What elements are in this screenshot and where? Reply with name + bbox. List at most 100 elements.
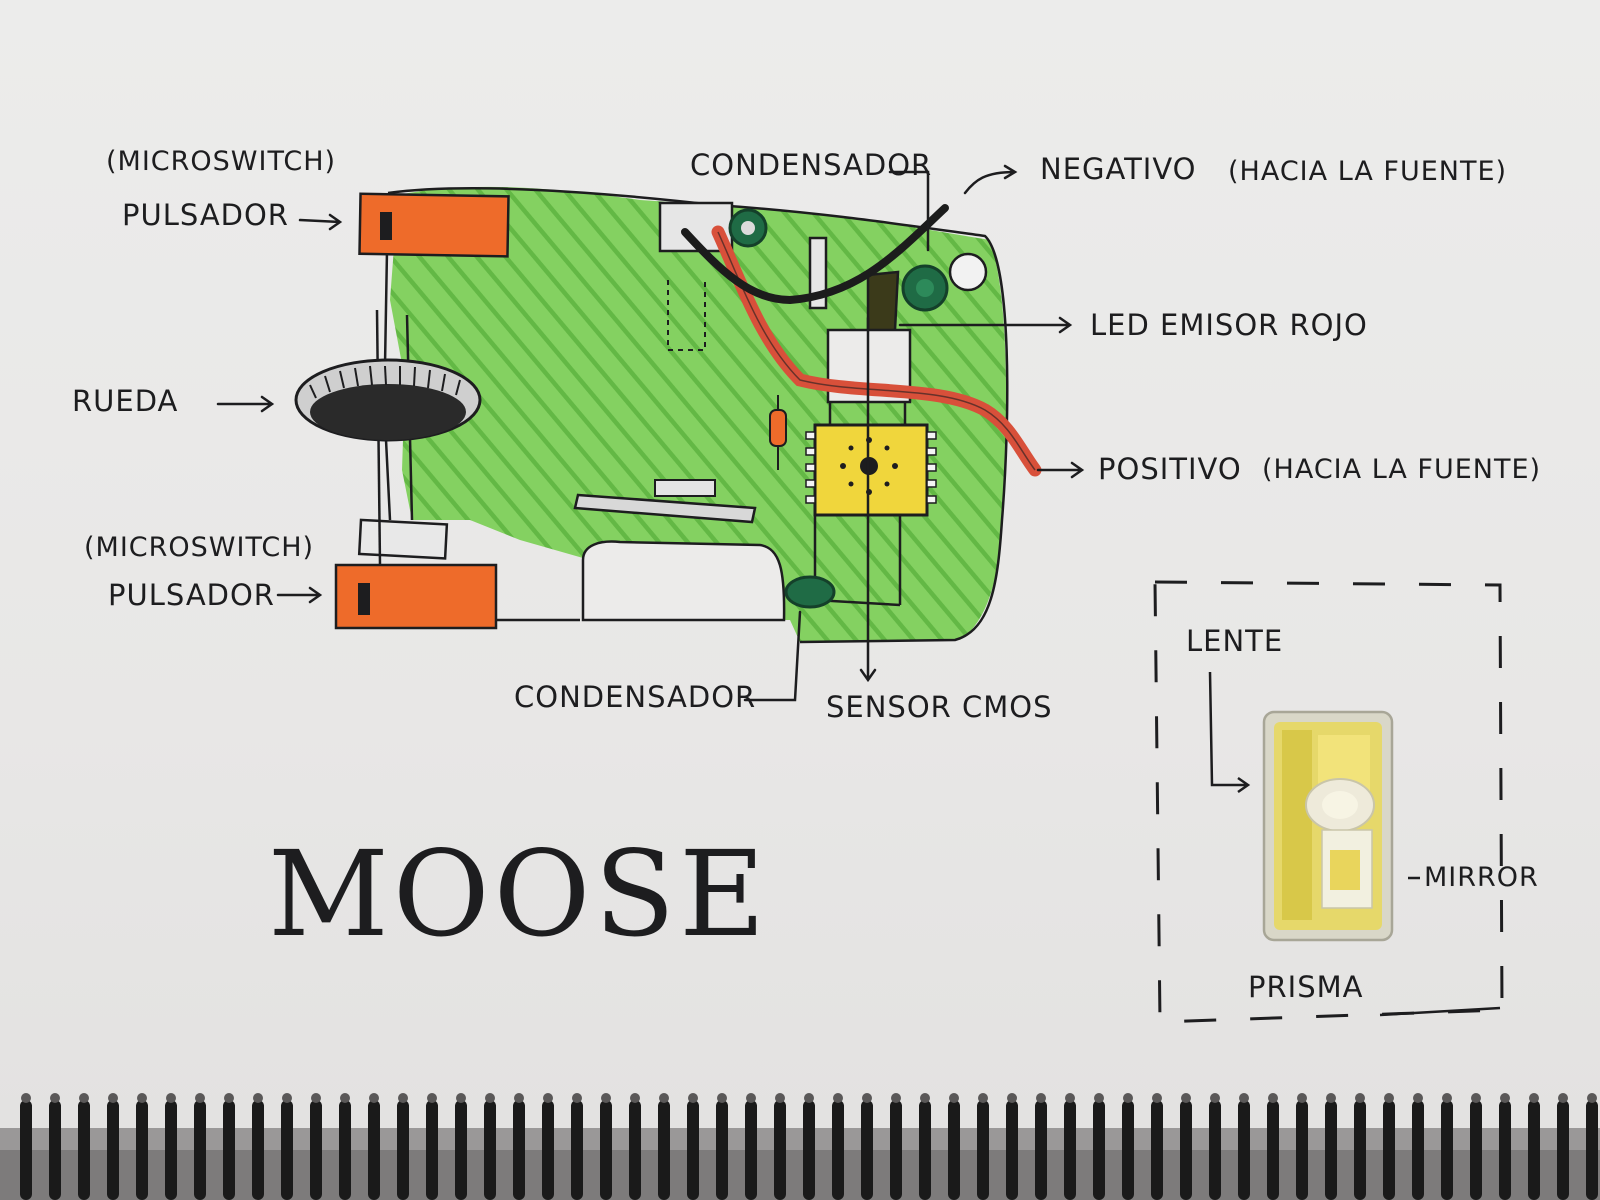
label-mirror: MIRROR <box>1424 862 1539 893</box>
pcb-board <box>390 186 1007 642</box>
label-microswitch-bottom: (MICROSWITCH) <box>84 532 315 563</box>
spiral-ring <box>948 1100 960 1200</box>
mount-hole <box>948 252 988 292</box>
spiral-ring <box>252 1100 264 1200</box>
spiral-ring <box>1238 1100 1250 1200</box>
diagram-title: MOOSE <box>268 825 770 963</box>
spiral-ring <box>310 1100 322 1200</box>
spiral-rings <box>20 1093 1598 1200</box>
label-microswitch-top: (MICROSWITCH) <box>106 146 337 177</box>
label-pulsador-bottom: PULSADOR <box>108 578 275 612</box>
cmos-sensor-chip <box>805 402 937 607</box>
spiral-ring <box>890 1100 902 1200</box>
spiral-ring <box>1093 1100 1105 1200</box>
prism-object <box>1262 710 1394 942</box>
label-condensador-bottom: CONDENSADOR <box>514 680 757 714</box>
label-led-emisor: LED EMISOR ROJO <box>1090 308 1368 342</box>
binding-hole <box>891 1093 901 1103</box>
scroll-wheel-shade <box>310 384 466 440</box>
spiral-ring <box>571 1100 583 1200</box>
binding-hole <box>1413 1093 1423 1103</box>
microswitch-top-button <box>380 212 392 240</box>
label-condensador-top: CONDENSADOR <box>690 148 933 182</box>
spiral-ring <box>1296 1100 1308 1200</box>
binding-hole <box>1326 1093 1336 1103</box>
binding-hole <box>659 1093 669 1103</box>
resistor <box>769 409 787 447</box>
binding-hole <box>1181 1093 1191 1103</box>
binding-hole <box>572 1093 582 1103</box>
binding-hole <box>978 1093 988 1103</box>
lens-leader <box>1208 671 1251 794</box>
capacitor-bottom <box>784 575 836 609</box>
pcb-cutout-block <box>581 540 786 622</box>
spiral-ring <box>397 1100 409 1200</box>
spiral-ring <box>1209 1100 1221 1200</box>
binding-hole <box>282 1093 292 1103</box>
spiral-ring <box>1064 1100 1076 1200</box>
binding-hole <box>1529 1093 1539 1103</box>
label-lente: LENTE <box>1186 624 1284 658</box>
binding-hole <box>775 1093 785 1103</box>
spiral-ring <box>861 1100 873 1200</box>
pad-block <box>357 518 449 560</box>
binding-hole <box>1442 1093 1452 1103</box>
spiral-ring <box>803 1100 815 1200</box>
binding-hole <box>630 1093 640 1103</box>
binding-hole <box>21 1093 31 1103</box>
binding-hole <box>804 1093 814 1103</box>
binding-hole <box>1210 1093 1220 1103</box>
binding-hole <box>1007 1093 1017 1103</box>
binding-hole <box>1239 1093 1249 1103</box>
binding-hole <box>195 1093 205 1103</box>
binding-hole <box>137 1093 147 1103</box>
label-rueda: RUEDA <box>72 384 179 418</box>
binding-hole <box>1036 1093 1046 1103</box>
wire-negative <box>681 204 949 305</box>
binding-hole <box>688 1093 698 1103</box>
spiral-ring <box>1006 1100 1018 1200</box>
spiral-ring <box>368 1100 380 1200</box>
spiral-ring <box>1528 1100 1540 1200</box>
label-negativo: NEGATIVO <box>1040 152 1197 186</box>
spiral-ring <box>1499 1100 1511 1200</box>
binding-hole <box>1384 1093 1394 1103</box>
binding-hole <box>311 1093 321 1103</box>
spiral-ring <box>165 1100 177 1200</box>
binding-hole <box>485 1093 495 1103</box>
spiral-ring <box>484 1100 496 1200</box>
spiral-ring <box>745 1100 757 1200</box>
spiral-ring <box>629 1100 641 1200</box>
spiral-ring <box>1035 1100 1047 1200</box>
spiral-ring <box>542 1100 554 1200</box>
spiral-ring <box>1325 1100 1337 1200</box>
spiral-ring <box>977 1100 989 1200</box>
binding-hole <box>1500 1093 1510 1103</box>
binding-hole <box>833 1093 843 1103</box>
pcb-outline <box>372 187 1009 644</box>
spiral-ring <box>20 1100 32 1200</box>
binding-hole <box>224 1093 234 1103</box>
binding-hole <box>108 1093 118 1103</box>
spiral-ring <box>687 1100 699 1200</box>
spiral-ring <box>600 1100 612 1200</box>
label-prisma: PRISMA <box>1248 970 1364 1004</box>
spiral-ring <box>49 1100 61 1200</box>
binding-hole <box>1268 1093 1278 1103</box>
spiral-ring <box>919 1100 931 1200</box>
binding-hole <box>543 1093 553 1103</box>
spiral-ring <box>1267 1100 1279 1200</box>
spiral-ring <box>136 1100 148 1200</box>
binding-hole <box>1123 1093 1133 1103</box>
connector-strip <box>573 493 757 524</box>
binding-hole <box>514 1093 524 1103</box>
binding-hole <box>746 1093 756 1103</box>
binding-hole <box>1065 1093 1075 1103</box>
spiral-ring <box>281 1100 293 1200</box>
binding-hole <box>340 1093 350 1103</box>
binding-hole <box>50 1093 60 1103</box>
spiral-ring <box>1151 1100 1163 1200</box>
spiral-ring <box>1470 1100 1482 1200</box>
label-sensor-cmos: SENSOR CMOS <box>826 690 1053 724</box>
